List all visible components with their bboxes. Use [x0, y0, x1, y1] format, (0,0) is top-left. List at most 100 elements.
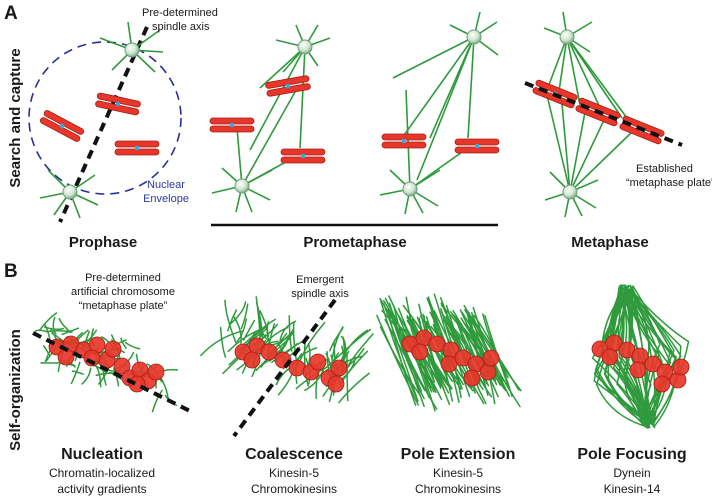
stage-label: Prometaphase — [303, 234, 406, 251]
microtubule — [376, 314, 420, 406]
microtubule — [38, 312, 58, 331]
microtubule — [45, 330, 73, 333]
chromosome — [95, 92, 141, 116]
stage-mechanism: activity gradients — [57, 482, 146, 496]
chromatin-beads — [591, 334, 690, 393]
stage-mechanism: Kinesin-5 — [433, 466, 483, 480]
microtubule — [298, 321, 326, 363]
microtubule — [347, 333, 374, 366]
plate-annotation: artificial chromosome — [71, 286, 175, 298]
stage-mechanism: Chromatin-localized — [49, 466, 155, 480]
centrosome — [124, 42, 140, 58]
microtubule — [334, 328, 372, 360]
stage-name: Nucleation — [61, 446, 143, 463]
microtubule — [380, 300, 419, 402]
microtubule — [645, 369, 656, 429]
prophase-cell — [28, 21, 182, 223]
chromosome — [454, 138, 500, 154]
centrosome — [559, 29, 575, 45]
chromosome — [209, 117, 255, 133]
stage-mechanism: Kinesin-14 — [604, 482, 661, 496]
microtubule — [71, 370, 84, 375]
metaphase-cell — [524, 11, 683, 218]
microtubule — [388, 302, 425, 408]
stage-name: Coalescence — [245, 446, 343, 463]
spindle-axis-annotation: spindle axis — [152, 21, 210, 33]
microtubule — [595, 383, 648, 428]
stage-label: Metaphase — [571, 234, 649, 251]
chromatin-beads — [234, 337, 348, 393]
panel-a-side-label: Search and capture — [7, 48, 24, 187]
microtubules — [211, 11, 499, 215]
nuclear-envelope — [28, 41, 182, 195]
microtubule — [255, 296, 261, 342]
microtubule — [200, 330, 243, 357]
stage-mechanism: Chromokinesins — [415, 482, 501, 496]
microtubule — [338, 372, 370, 404]
microtubule — [618, 285, 652, 356]
microtubule — [227, 309, 238, 332]
chromatin-beads — [401, 329, 500, 387]
panel-a-letter: A — [4, 3, 18, 24]
stage-name: Pole Extension — [401, 446, 516, 463]
stage-mechanism: Chromokinesins — [251, 482, 337, 496]
axis-annotation: spindle axis — [291, 288, 349, 300]
centrosome — [562, 184, 578, 200]
microtubule — [151, 389, 163, 413]
microtubule — [219, 326, 227, 358]
chromatin-beads — [48, 335, 165, 393]
microtubule — [81, 367, 92, 385]
spindle-axis-line — [232, 298, 337, 438]
microtubule — [482, 313, 509, 379]
plate-annotation: Pre-determined — [85, 272, 161, 284]
spindle-axis-line — [58, 26, 149, 223]
stage-label: Prophase — [69, 234, 137, 251]
microtubule — [70, 361, 81, 385]
panel-b-letter: B — [4, 261, 18, 282]
microtubule — [484, 314, 510, 388]
metaphase-plate-annotation: “metaphase plate” — [626, 177, 712, 189]
microtubule — [346, 352, 349, 402]
microtubule-bundle — [200, 296, 374, 404]
microtubule — [418, 303, 451, 406]
panel-b-side-label: Self-organization — [7, 329, 24, 451]
plate-annotation: “metaphase plate” — [79, 300, 168, 312]
microtubule — [452, 310, 499, 398]
microtubule — [631, 286, 650, 358]
microtubule — [34, 329, 47, 333]
microtubule — [243, 319, 256, 341]
metaphase-plate-line — [524, 81, 683, 147]
centrosome — [402, 181, 418, 197]
chromosome — [280, 148, 326, 164]
chromosome — [532, 79, 578, 109]
microtubule — [631, 290, 690, 343]
spindle-axis-annotation: Pre-determined — [142, 7, 218, 19]
microtubule — [624, 382, 646, 424]
microtubule — [382, 303, 419, 402]
microtubule — [379, 326, 421, 396]
microtubule — [236, 318, 248, 343]
axis-annotation: Emergent — [296, 274, 344, 286]
stage-mechanism: Dynein — [613, 466, 650, 480]
stage-name: Pole Focusing — [577, 446, 686, 463]
chromosome — [381, 133, 427, 149]
microtubule — [159, 376, 169, 399]
microtubules — [543, 11, 633, 218]
microtubule — [229, 301, 247, 326]
chromosome — [114, 140, 160, 156]
nuclear-envelope-label: Envelope — [143, 193, 189, 205]
microtubule — [95, 365, 102, 388]
nuclear-envelope-label: Nuclear — [147, 179, 185, 191]
microtubule — [224, 299, 238, 345]
prometaphase-cell — [209, 11, 500, 215]
chromosome — [265, 75, 311, 97]
microtubule — [329, 327, 344, 352]
metaphase-plate-annotation: Established — [636, 163, 693, 175]
stage-mechanism: Kinesin-5 — [269, 466, 319, 480]
centrosome — [297, 39, 313, 55]
microtubule — [618, 357, 655, 428]
microtubule — [233, 316, 242, 345]
centrosome — [466, 29, 482, 45]
chromosome — [39, 110, 85, 142]
